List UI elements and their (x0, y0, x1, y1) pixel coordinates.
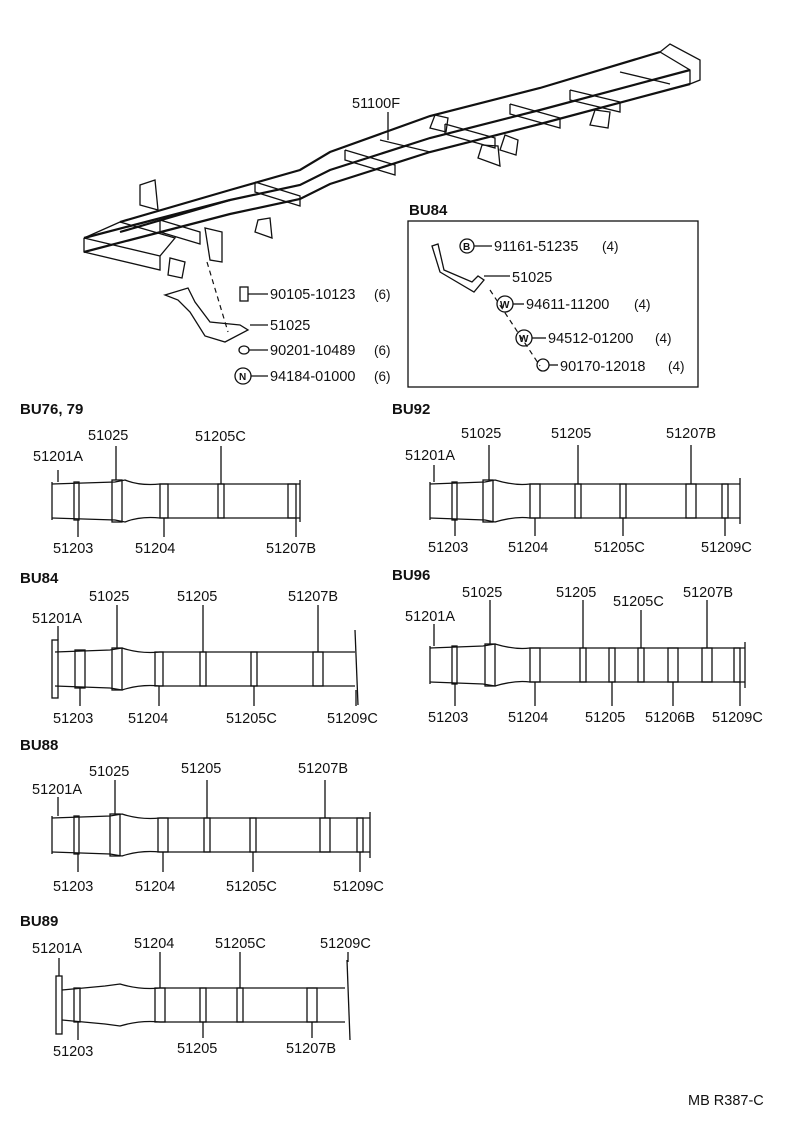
bottom-label-2: 51205 (177, 1041, 217, 1057)
top-label-2: 51025 (461, 426, 501, 442)
variant-title: BU89 (20, 913, 58, 930)
variant-title: BU96 (392, 567, 430, 584)
top-label-2: 51025 (462, 585, 502, 601)
main-hardware: 90105-10123 (6) 51025 90201-10489 (6) N … (234, 286, 391, 385)
variant-bu88: BU88 51201A 51025 51205 51207B 51203 512… (20, 737, 384, 895)
inset-part-4: 94512-01200 (548, 331, 633, 347)
bottom-label-3: 51205C (226, 711, 277, 727)
variant-title: BU84 (20, 570, 59, 587)
bottom-label-3: 51205C (226, 879, 277, 895)
top-label-3: 51205 (177, 589, 217, 605)
hardware-part-3: 90201-10489 (270, 343, 355, 359)
inset-symbol-3: W (500, 300, 510, 311)
footer-code: MB R387-C (688, 1093, 764, 1109)
top-label-1: 51201A (405, 448, 455, 464)
bottom-label-4: 51209C (327, 711, 378, 727)
inset-part-3: 94611-11200 (526, 297, 609, 313)
inset-qty-1: (4) (602, 239, 619, 254)
variant-bu92: BU92 51201A 51025 51205 51207B 51203 512… (392, 401, 752, 556)
top-label-4: 51207B (288, 589, 338, 605)
top-label-1: 51201A (32, 782, 82, 798)
bottom-label-3: 51205 (585, 710, 625, 726)
inset-symbol-1: B (463, 242, 470, 253)
top-label-2: 51025 (89, 764, 129, 780)
hardware-qty-3: (6) (374, 343, 391, 358)
bottom-label-1: 51203 (53, 541, 93, 557)
top-label-2: 51204 (134, 936, 174, 952)
bottom-label-1: 51203 (53, 879, 93, 895)
bottom-label-2: 51204 (508, 540, 548, 556)
inset-box: BU84 B 91161-51235 (4) 51025 W 94611-112… (407, 202, 699, 388)
top-label-5: 51207B (683, 585, 733, 601)
top-label-1: 51201A (32, 611, 82, 627)
variant-bu76-79: BU76, 79 51201A 51025 51205C 51203 51204… (20, 401, 316, 557)
top-label-3: 51205 (556, 585, 596, 601)
hardware-part-1: 90105-10123 (270, 287, 355, 303)
main-frame-drawing (83, 43, 701, 343)
top-label-4: 51207B (298, 761, 348, 777)
inset-part-2: 51025 (512, 270, 552, 286)
inset-qty-3: (4) (634, 297, 651, 312)
top-label-4: 51207B (666, 426, 716, 442)
bottom-label-4: 51209C (701, 540, 752, 556)
bottom-label-1: 51203 (53, 1044, 93, 1060)
bottom-label-1: 51203 (428, 540, 468, 556)
bottom-label-2: 51204 (508, 710, 548, 726)
bottom-label-1: 51203 (428, 710, 468, 726)
hardware-part-2: 51025 (270, 318, 310, 334)
top-label-3: 51205 (551, 426, 591, 442)
top-label-2: 51025 (89, 589, 129, 605)
variant-title: BU92 (392, 401, 430, 418)
hardware-symbol-4: N (239, 372, 246, 383)
top-label-1: 51201A (405, 609, 455, 625)
bottom-label-5: 51209C (712, 710, 763, 726)
main-frame-part: 51100F (352, 96, 400, 112)
bottom-label-3: 51207B (286, 1041, 336, 1057)
hardware-qty-4: (6) (374, 369, 391, 384)
bottom-label-3: 51207B (266, 541, 316, 557)
top-label-2: 51025 (88, 428, 128, 444)
variant-title: BU76, 79 (20, 401, 83, 418)
top-label-3: 51205C (215, 936, 266, 952)
bottom-label-2: 51204 (135, 879, 175, 895)
variant-title: BU88 (20, 737, 58, 754)
bottom-label-1: 51203 (53, 711, 93, 727)
top-label-3: 51205 (181, 761, 221, 777)
top-label-3: 51205C (195, 429, 246, 445)
top-label-4: 51209C (320, 936, 371, 952)
inset-part-1: 91161-51235 (494, 239, 578, 255)
hardware-qty-1: (6) (374, 287, 391, 302)
variant-bu96: BU96 51201A 51025 51205 51205C 51207B 51… (392, 567, 763, 726)
inset-title: BU84 (409, 202, 448, 219)
inset-part-5: 90170-12018 (560, 359, 645, 375)
inset-qty-5: (4) (668, 359, 685, 374)
bottom-label-2: 51204 (128, 711, 168, 727)
top-label-4: 51205C (613, 594, 664, 610)
top-label-1: 51201A (32, 941, 82, 957)
top-label-1: 51201A (33, 449, 83, 465)
variant-bu84: BU84 51201A 51025 51205 51207B 51203 512… (20, 570, 378, 727)
inset-qty-4: (4) (655, 331, 672, 346)
bottom-label-4: 51209C (333, 879, 384, 895)
hardware-part-4: 94184-01000 (270, 369, 355, 385)
bottom-label-2: 51204 (135, 541, 175, 557)
bottom-label-4: 51206B (645, 710, 695, 726)
variant-bu89: BU89 51201A 51204 51205C 51209C 51203 51… (20, 913, 371, 1060)
inset-symbol-4: W (519, 334, 529, 345)
bottom-label-3: 51205C (594, 540, 645, 556)
